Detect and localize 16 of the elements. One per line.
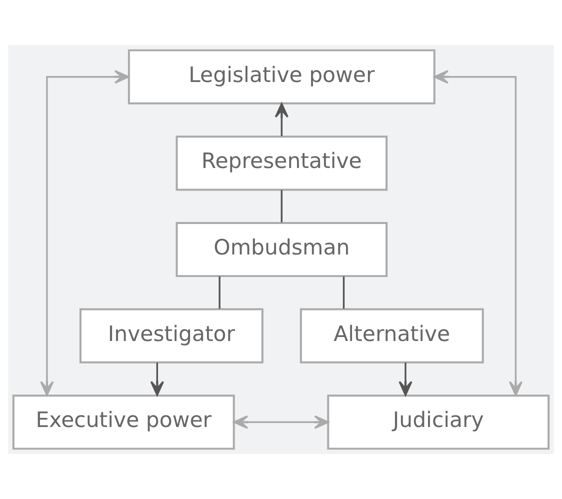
arrow xyxy=(150,362,164,396)
arrow xyxy=(398,362,412,396)
node-box: Executive power xyxy=(12,394,235,450)
connector xyxy=(218,276,220,309)
connector xyxy=(342,276,345,309)
node-box: Representative xyxy=(176,136,388,191)
node-box: Alternative xyxy=(300,308,484,364)
node-box: Legislative power xyxy=(128,49,436,104)
connector xyxy=(280,190,283,222)
arrow xyxy=(40,70,130,396)
node-box: Investigator xyxy=(80,308,264,364)
node-box: Ombudsman xyxy=(176,222,388,278)
arrow xyxy=(434,70,523,396)
arrow xyxy=(233,415,329,429)
arrow xyxy=(274,102,288,136)
node-box: Judiciary xyxy=(327,394,550,450)
